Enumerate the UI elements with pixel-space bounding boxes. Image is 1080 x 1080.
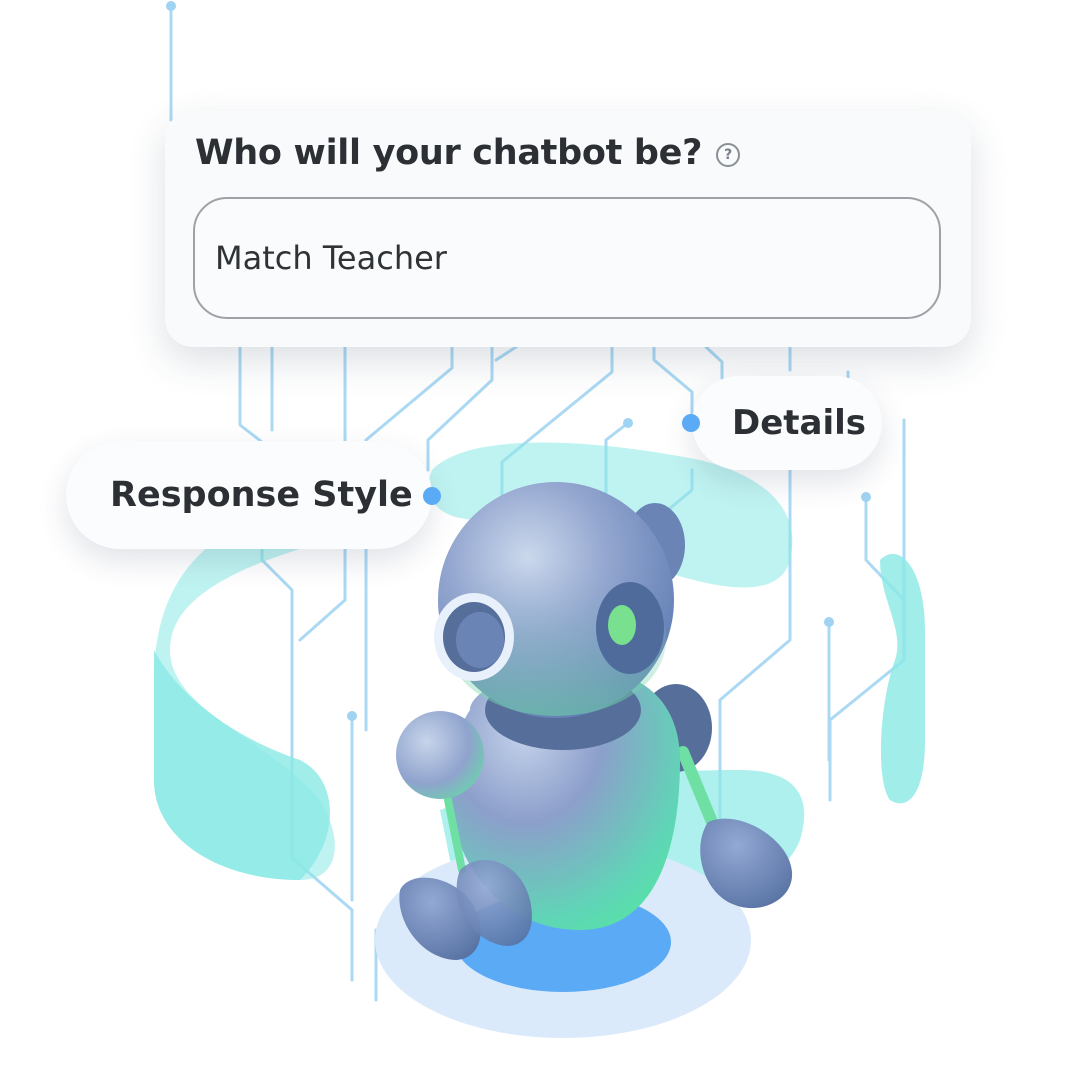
robot <box>396 482 793 960</box>
circuit-nodes <box>166 1 871 721</box>
response-style-label: Response Style <box>110 475 413 515</box>
chatbot-question-label: Who will your chatbot be? <box>195 133 703 173</box>
details-tag[interactable]: Details <box>692 376 882 470</box>
card-header: Who will your chatbot be? ? <box>195 133 741 173</box>
details-label: Details <box>732 403 867 443</box>
chatbot-name-input[interactable] <box>193 197 941 319</box>
question-circle-icon[interactable]: ? <box>716 143 741 167</box>
chatbot-identity-card: Who will your chatbot be? ? <box>165 111 971 347</box>
response-style-tag[interactable]: Response Style <box>66 441 432 549</box>
